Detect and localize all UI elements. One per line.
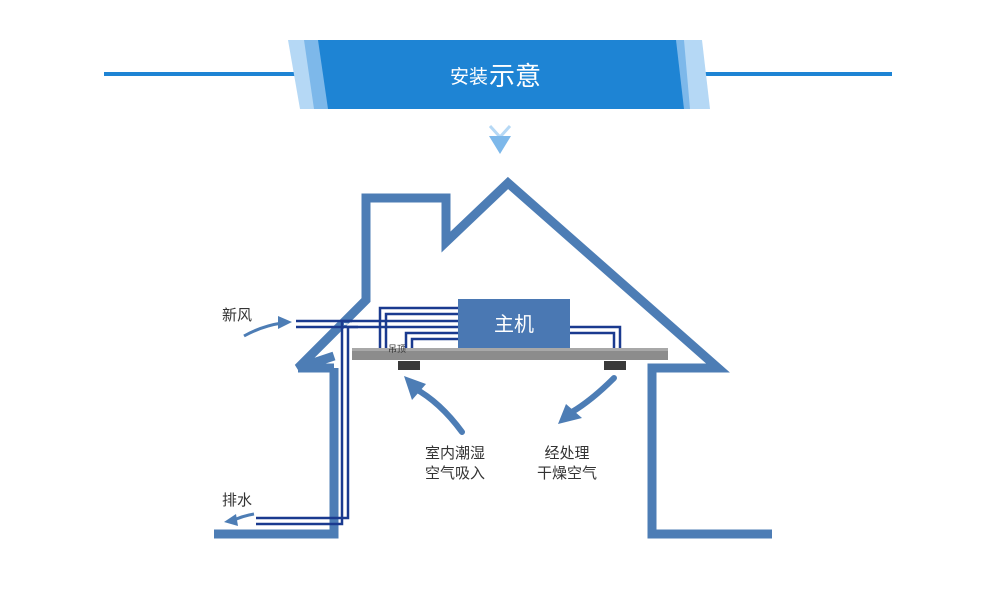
banner-title-large: 示意 <box>489 62 541 92</box>
intake-label-line1: 室内潮湿 <box>425 444 485 462</box>
banner-right-stripe-light <box>684 40 710 109</box>
drain-label: 排水 <box>222 491 252 509</box>
ceiling-panel-highlight <box>352 348 668 351</box>
outlet-duct-outer <box>570 325 622 348</box>
outlet-duct-inner <box>570 331 616 348</box>
air-ducts <box>256 306 622 526</box>
down-chevron-icon <box>488 124 512 154</box>
output-label-line1: 经处理 <box>544 444 589 462</box>
intake-duct-outer <box>404 331 458 348</box>
return-duct-outer <box>378 306 458 348</box>
house-outline <box>214 176 772 539</box>
output-label-line2: 干燥空气 <box>537 464 597 482</box>
outlet-vent <box>604 361 626 370</box>
fresh-air-arrow-icon <box>243 316 292 338</box>
ceiling-label: 吊顶 <box>388 344 406 355</box>
flow-arrows <box>284 323 596 522</box>
intake-label-line2: 空气吸入 <box>425 464 485 482</box>
intake-vent <box>398 361 420 370</box>
return-duct-inner <box>384 312 458 348</box>
house-left-wall <box>294 176 772 539</box>
drain-arrow-icon <box>224 512 255 526</box>
output-arrow-icon <box>558 375 617 424</box>
header-banner: 安装 示意 <box>104 40 892 109</box>
main-unit-label: 主机 <box>494 312 534 336</box>
drain-pipe-inner <box>256 325 358 520</box>
house-left-lower-wall <box>214 368 339 539</box>
intake-arrow-icon <box>404 376 465 435</box>
drain-pipe-outer <box>256 319 352 526</box>
fresh-air-label: 新风 <box>222 306 252 324</box>
banner-main <box>318 40 684 109</box>
banner-title-small: 安装 <box>450 66 488 88</box>
main-unit-box <box>458 299 570 348</box>
intake-duct-inner <box>410 337 458 348</box>
